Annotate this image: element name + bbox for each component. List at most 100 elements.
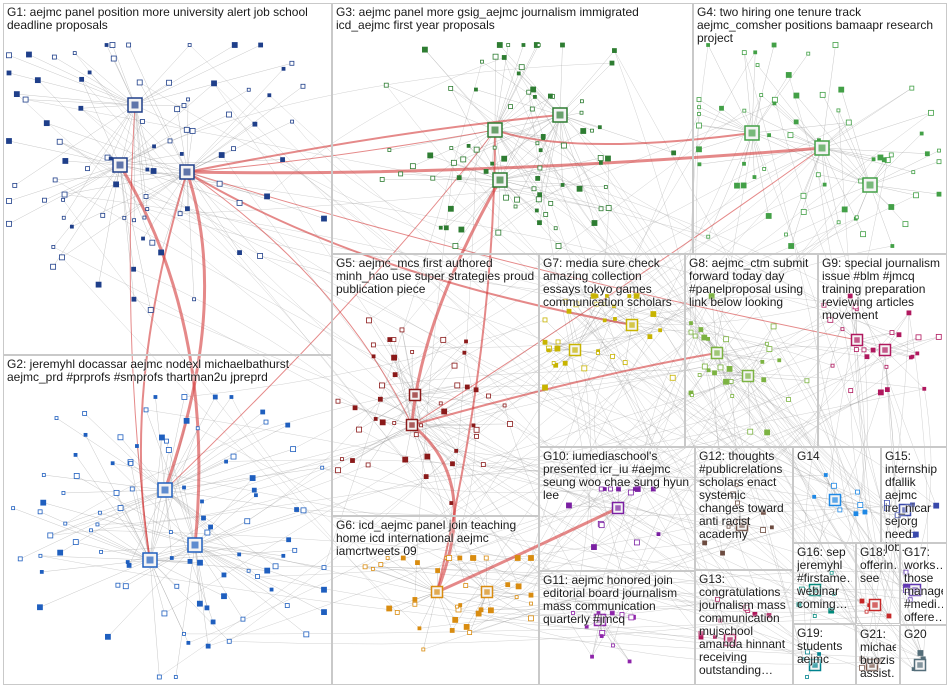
highlighted-edge xyxy=(186,171,633,326)
graph-node xyxy=(177,211,183,217)
graph-node xyxy=(26,51,32,58)
graph-node xyxy=(513,204,518,209)
graph-node xyxy=(514,196,520,203)
edge-line xyxy=(231,396,381,565)
graph-node xyxy=(61,197,66,202)
edge-line xyxy=(707,338,914,670)
edge-line xyxy=(164,489,240,555)
hub-node-avatar xyxy=(748,129,756,137)
graph-node xyxy=(696,146,702,153)
graph-node xyxy=(473,387,479,393)
edge-line xyxy=(186,68,284,173)
graph-node xyxy=(784,232,788,237)
edge-line xyxy=(194,544,244,620)
graph-node xyxy=(671,150,677,156)
graph-node xyxy=(187,43,192,47)
edge-line xyxy=(498,179,501,233)
edge-line xyxy=(601,319,831,490)
graph-node xyxy=(449,628,455,633)
graph-node xyxy=(507,421,513,427)
graph-node xyxy=(535,176,541,181)
edge-line xyxy=(411,424,484,465)
graph-node xyxy=(189,127,196,134)
edge-line xyxy=(87,104,136,169)
graph-node xyxy=(580,99,584,104)
edge-line xyxy=(486,591,532,596)
graph-node xyxy=(698,327,704,332)
edge-line xyxy=(773,326,924,659)
graph-node xyxy=(701,363,708,370)
hub-node-avatar xyxy=(556,111,564,119)
graph-node xyxy=(622,360,628,365)
graph-node xyxy=(131,266,137,272)
graph-node xyxy=(72,539,79,545)
graph-node xyxy=(39,570,44,574)
graph-node xyxy=(762,167,767,171)
graph-node xyxy=(474,87,478,92)
graph-node xyxy=(6,70,12,76)
graph-node xyxy=(605,155,611,162)
graph-node xyxy=(495,229,502,236)
edge-line xyxy=(725,381,937,506)
edge-line xyxy=(539,167,858,493)
edge-line xyxy=(41,559,151,573)
edge-line xyxy=(381,385,413,426)
graph-node xyxy=(633,539,640,546)
graph-node xyxy=(730,394,735,398)
graph-node xyxy=(218,152,225,158)
graph-node xyxy=(387,148,392,152)
graph-node xyxy=(281,66,286,71)
edge-line xyxy=(164,396,185,491)
edge-line xyxy=(194,544,325,568)
edge-line xyxy=(450,88,825,306)
edge-line xyxy=(720,346,857,368)
edge-line xyxy=(416,434,804,660)
edge-line xyxy=(905,388,932,587)
edge-line xyxy=(149,550,295,561)
edge-line xyxy=(499,130,584,181)
graph-node xyxy=(531,186,537,192)
graph-node xyxy=(764,341,769,346)
graph-node xyxy=(386,605,393,612)
edge-line xyxy=(189,44,808,653)
edge-line xyxy=(401,329,466,586)
edge-line xyxy=(226,459,453,465)
edge-line xyxy=(444,184,825,412)
edge-line xyxy=(142,171,188,239)
edge-line xyxy=(448,352,476,559)
graph-node xyxy=(767,133,772,138)
graph-node xyxy=(697,162,702,167)
graph-node xyxy=(204,529,211,536)
group-box-g18: G18: offerin… see xyxy=(856,543,900,624)
graph-node xyxy=(516,71,521,76)
edge-line xyxy=(736,392,881,486)
group-label-g13: G13: congratulations journalism mass com… xyxy=(699,573,786,677)
graph-node xyxy=(373,417,378,421)
graph-node xyxy=(742,161,746,166)
graph-node xyxy=(11,506,16,511)
highlighted-edge xyxy=(186,171,413,426)
edge-line xyxy=(75,454,151,561)
edge-line xyxy=(558,245,721,368)
graph-node xyxy=(185,206,190,212)
edge-line xyxy=(411,395,489,426)
graph-node xyxy=(580,128,587,134)
graph-node xyxy=(619,612,625,617)
edge-line xyxy=(149,559,160,678)
edge-line xyxy=(120,507,151,561)
graph-node xyxy=(246,568,251,573)
graph-node xyxy=(182,632,186,636)
graph-node xyxy=(688,329,694,335)
graph-node xyxy=(280,157,285,163)
graph-node xyxy=(82,411,88,416)
group-label-g16: G16: sep jeremyhl #firstame… webinar com… xyxy=(797,546,852,611)
graph-node xyxy=(706,43,710,47)
group-label-g6: G6: icd_aejmc panel join teaching home i… xyxy=(336,519,517,558)
edge-line xyxy=(65,489,166,524)
hub-node-avatar xyxy=(812,587,818,593)
graph-node xyxy=(848,388,854,394)
graph-node xyxy=(427,152,434,159)
graph-node xyxy=(221,593,227,600)
edge-line xyxy=(228,114,815,617)
edge-line xyxy=(20,489,166,560)
